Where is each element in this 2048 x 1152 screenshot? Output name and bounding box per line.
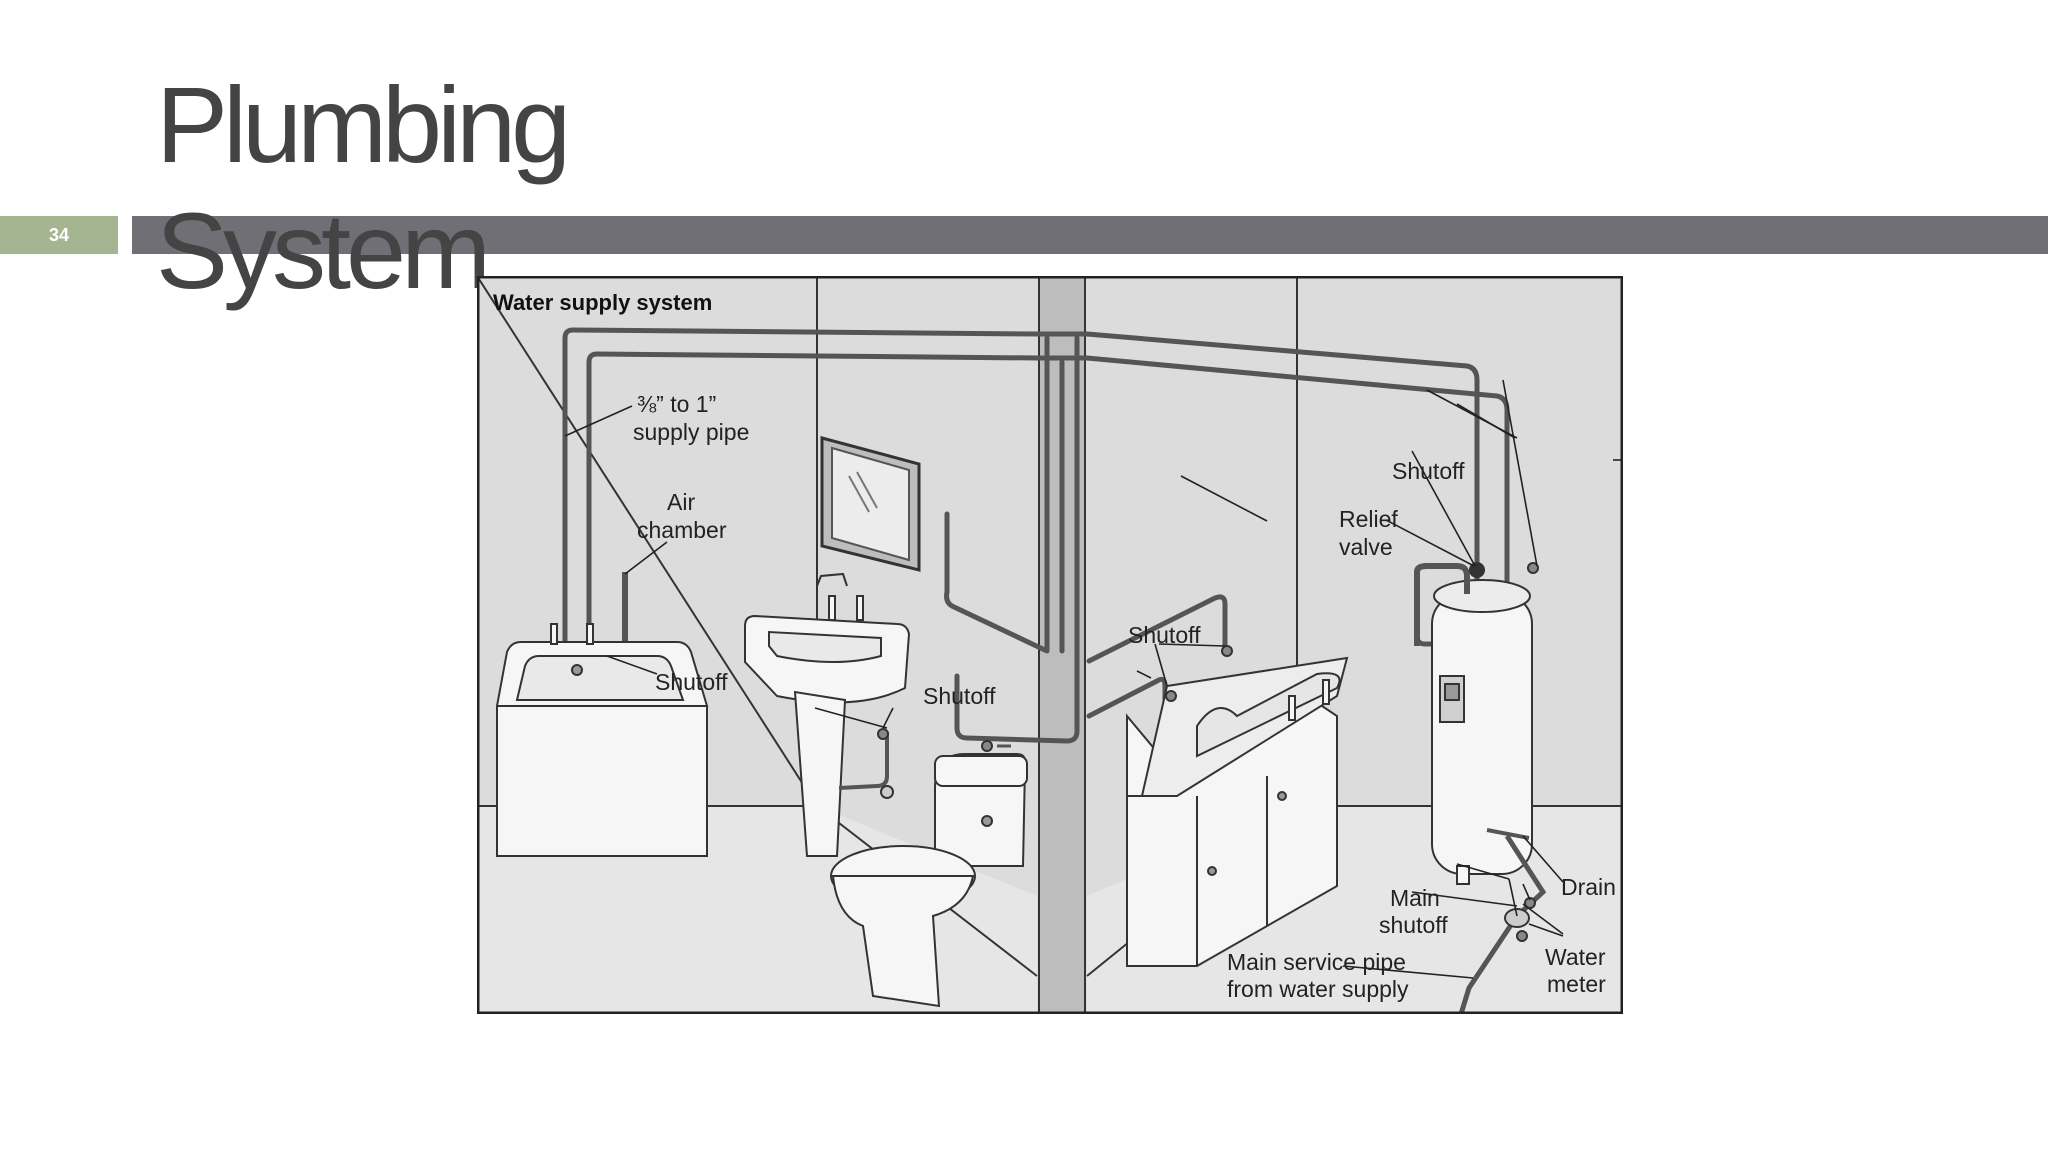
label-shutoff-vanity: Shutoff (1128, 622, 1201, 648)
label-water-meter-1: Water (1545, 944, 1606, 970)
slide-number: 34 (0, 216, 118, 254)
bathtub (495, 623, 709, 857)
label-drain: Drain (1561, 874, 1616, 900)
toilet (830, 753, 1028, 1008)
label-air-chamber-1: Air (667, 489, 695, 515)
slide-title-line-2: System (156, 190, 491, 311)
label-service-pipe-2: from water supply (1227, 976, 1409, 1002)
water-meter (1504, 908, 1530, 928)
slide-title-line-1: Plumbing (156, 64, 571, 185)
pedestal-sink (744, 572, 911, 857)
slide-title: Plumbing System (156, 62, 571, 314)
label-supply-pipe-1: ⅜” to 1” (637, 391, 716, 417)
label-air-chamber-2: chamber (637, 517, 727, 543)
supply-pipes (562, 327, 1510, 839)
mirror (820, 436, 921, 572)
label-shutoff-tub: Shutoff (655, 669, 728, 695)
label-water-meter-2: meter (1547, 971, 1606, 997)
label-shutoff-toilet: Shutoff (923, 683, 996, 709)
diagram-frame (477, 276, 1623, 1014)
label-shutoff-heater: Shutoff (1392, 458, 1465, 484)
water-supply-diagram: Water supply system ⅜” to 1” supply pipe… (477, 276, 1623, 1014)
vanity (1126, 656, 1349, 967)
label-relief-valve-1: Relief (1339, 506, 1398, 532)
label-main-shutoff-2: shutoff (1379, 912, 1448, 938)
label-supply-pipe-2: supply pipe (633, 419, 749, 445)
label-service-pipe-1: Main service pipe (1227, 949, 1406, 975)
header-bar (132, 216, 2048, 254)
label-relief-valve-2: valve (1339, 534, 1393, 560)
label-main-shutoff-1: Main (1390, 885, 1440, 911)
water-heater (1431, 579, 1533, 885)
diagram-heading: Water supply system (493, 290, 712, 315)
